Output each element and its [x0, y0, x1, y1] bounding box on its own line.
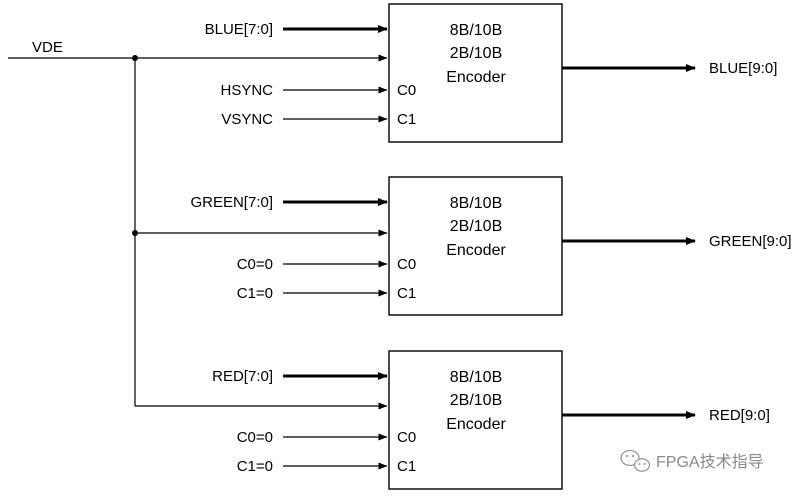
encoder-line-3: Encoder: [446, 242, 506, 259]
c1-input-label: VSYNC: [221, 111, 273, 128]
wechat-icon: [620, 449, 651, 472]
output-label: BLUE[9:0]: [709, 60, 777, 77]
encoder-block: [388, 350, 563, 490]
c0-input-label: C0=0: [237, 429, 273, 446]
encoder-line-3: Encoder: [446, 69, 506, 86]
encoder-line-2: 2B/10B: [450, 218, 502, 235]
c1-input-label: C1=0: [237, 285, 273, 302]
vde-label: VDE: [32, 39, 63, 56]
encoder-line-1: 8B/10B: [450, 195, 502, 212]
c0-input-label: C0=0: [237, 256, 273, 273]
encoder-line-1: 8B/10B: [450, 369, 502, 386]
encoder-block: [388, 176, 563, 316]
output-label: GREEN[9:0]: [709, 233, 792, 250]
watermark: FPGA技术指导: [620, 449, 764, 472]
encoder-block: [388, 3, 563, 143]
c0-port-label: C0: [397, 82, 416, 99]
c1-port-label: C1: [397, 458, 416, 475]
c0-input-label: HSYNC: [220, 82, 273, 99]
c1-input-label: C1=0: [237, 458, 273, 475]
data-input-label: BLUE[7:0]: [205, 21, 273, 38]
encoder-blue: 8B/10B 2B/10B Encoder BLUE[7:0] HSYNC C0…: [132, 3, 777, 143]
junction-dot: [132, 230, 138, 236]
encoder-line-1: 8B/10B: [450, 22, 502, 39]
junction-dot: [132, 55, 138, 61]
data-input-label: GREEN[7:0]: [190, 194, 273, 211]
encoder-green: 8B/10B 2B/10B Encoder GREEN[7:0] C0=0 C0…: [132, 176, 792, 316]
c1-port-label: C1: [397, 111, 416, 128]
data-input-label: RED[7:0]: [212, 368, 273, 385]
encoder-line-2: 2B/10B: [450, 392, 502, 409]
encoder-line-3: Encoder: [446, 416, 506, 433]
encoder-red: 8B/10B 2B/10B Encoder RED[7:0] C0=0 C0 C…: [135, 350, 770, 490]
c1-port-label: C1: [397, 285, 416, 302]
watermark-text: FPGA技术指导: [656, 453, 764, 471]
encoder-line-2: 2B/10B: [450, 45, 502, 62]
c0-port-label: C0: [397, 256, 416, 273]
c0-port-label: C0: [397, 429, 416, 446]
output-label: RED[9:0]: [709, 407, 770, 424]
